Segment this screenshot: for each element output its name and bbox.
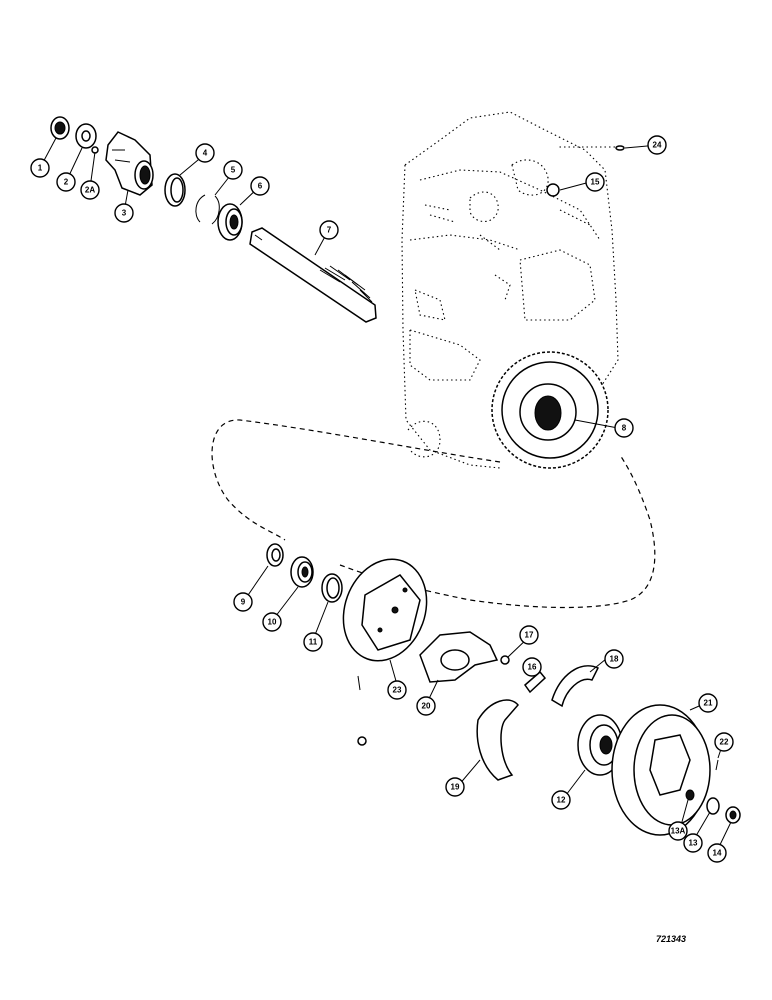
callout-10: 10 bbox=[262, 612, 282, 632]
svg-text:13A: 13A bbox=[671, 827, 686, 836]
part-9-race bbox=[266, 543, 284, 567]
callout-20: 20 bbox=[416, 696, 436, 716]
part-16-spring bbox=[523, 670, 547, 694]
svg-text:16: 16 bbox=[528, 663, 537, 672]
svg-text:6: 6 bbox=[258, 182, 263, 191]
svg-text:18: 18 bbox=[610, 655, 619, 664]
svg-text:13: 13 bbox=[689, 839, 698, 848]
part-18-brake-shoe-upper bbox=[551, 665, 600, 708]
svg-text:9: 9 bbox=[241, 598, 246, 607]
svg-text:10: 10 bbox=[268, 618, 277, 627]
callout-1: 1 bbox=[30, 158, 50, 178]
part-5-snap-ring bbox=[195, 194, 220, 225]
callout-22: 22 bbox=[714, 732, 734, 752]
svg-text:12: 12 bbox=[557, 796, 566, 805]
callout-2: 2 bbox=[56, 172, 76, 192]
callout-13a: 13A bbox=[668, 821, 688, 841]
part-12-hub bbox=[577, 714, 623, 776]
svg-text:20: 20 bbox=[422, 702, 431, 711]
part-14-nut bbox=[725, 806, 741, 824]
svg-text:14: 14 bbox=[713, 849, 722, 858]
part-13-washer bbox=[706, 797, 720, 815]
part-4-seal bbox=[164, 173, 186, 207]
callout-14: 14 bbox=[707, 843, 727, 863]
part-24-dowel bbox=[615, 145, 625, 151]
callout-18: 18 bbox=[604, 649, 624, 669]
part-2-washer bbox=[75, 123, 97, 149]
svg-text:8: 8 bbox=[622, 424, 627, 433]
callout-19: 19 bbox=[445, 777, 465, 797]
svg-text:7: 7 bbox=[327, 226, 332, 235]
callout-3: 3 bbox=[114, 203, 134, 223]
callout-17: 17 bbox=[519, 625, 539, 645]
svg-text:5: 5 bbox=[231, 166, 236, 175]
svg-text:19: 19 bbox=[451, 783, 460, 792]
svg-text:24: 24 bbox=[653, 141, 662, 150]
brake-backing-plate bbox=[342, 558, 428, 662]
svg-text:2A: 2A bbox=[85, 186, 95, 195]
part-11-cup bbox=[321, 573, 343, 603]
callout-7: 7 bbox=[319, 220, 339, 240]
callout-2a: 2A bbox=[80, 180, 100, 200]
part-6-bearing bbox=[217, 203, 243, 241]
callout-23: 23 bbox=[387, 680, 407, 700]
part-20-cam-plate bbox=[419, 631, 499, 683]
callout-5: 5 bbox=[223, 160, 243, 180]
svg-text:4: 4 bbox=[203, 149, 208, 158]
callout-15: 15 bbox=[585, 172, 605, 192]
callout-12: 12 bbox=[551, 790, 571, 810]
svg-text:1: 1 bbox=[38, 164, 43, 173]
part-17-washer bbox=[500, 655, 510, 665]
svg-text:23: 23 bbox=[393, 686, 402, 695]
part-22-pin bbox=[715, 759, 719, 771]
figure-number: 721343 bbox=[656, 934, 686, 944]
svg-text:21: 21 bbox=[704, 699, 713, 708]
svg-text:3: 3 bbox=[122, 209, 127, 218]
misc-marks bbox=[357, 675, 367, 746]
svg-text:17: 17 bbox=[525, 631, 534, 640]
callout-16: 16 bbox=[522, 657, 542, 677]
callout-4: 4 bbox=[195, 143, 215, 163]
svg-text:11: 11 bbox=[309, 638, 318, 647]
part-21-drum bbox=[611, 704, 711, 836]
transmission-housing bbox=[401, 111, 619, 469]
part-3-yoke bbox=[105, 131, 154, 196]
svg-text:2: 2 bbox=[64, 178, 69, 187]
callout-9: 9 bbox=[233, 592, 253, 612]
part-1-nut bbox=[50, 116, 70, 140]
part-10-bearing bbox=[290, 556, 314, 588]
part-8-gear bbox=[491, 351, 609, 469]
part-7-shaft bbox=[249, 227, 377, 323]
callout-6: 6 bbox=[250, 176, 270, 196]
callout-11: 11 bbox=[303, 632, 323, 652]
part-15-oring bbox=[546, 183, 560, 197]
part-19-brake-shoe-lower bbox=[476, 699, 519, 781]
svg-text:15: 15 bbox=[591, 178, 600, 187]
svg-text:22: 22 bbox=[720, 738, 729, 747]
callout-24: 24 bbox=[647, 135, 667, 155]
callout-8: 8 bbox=[614, 418, 634, 438]
callout-21: 21 bbox=[698, 693, 718, 713]
callout-13: 13 bbox=[683, 833, 703, 853]
